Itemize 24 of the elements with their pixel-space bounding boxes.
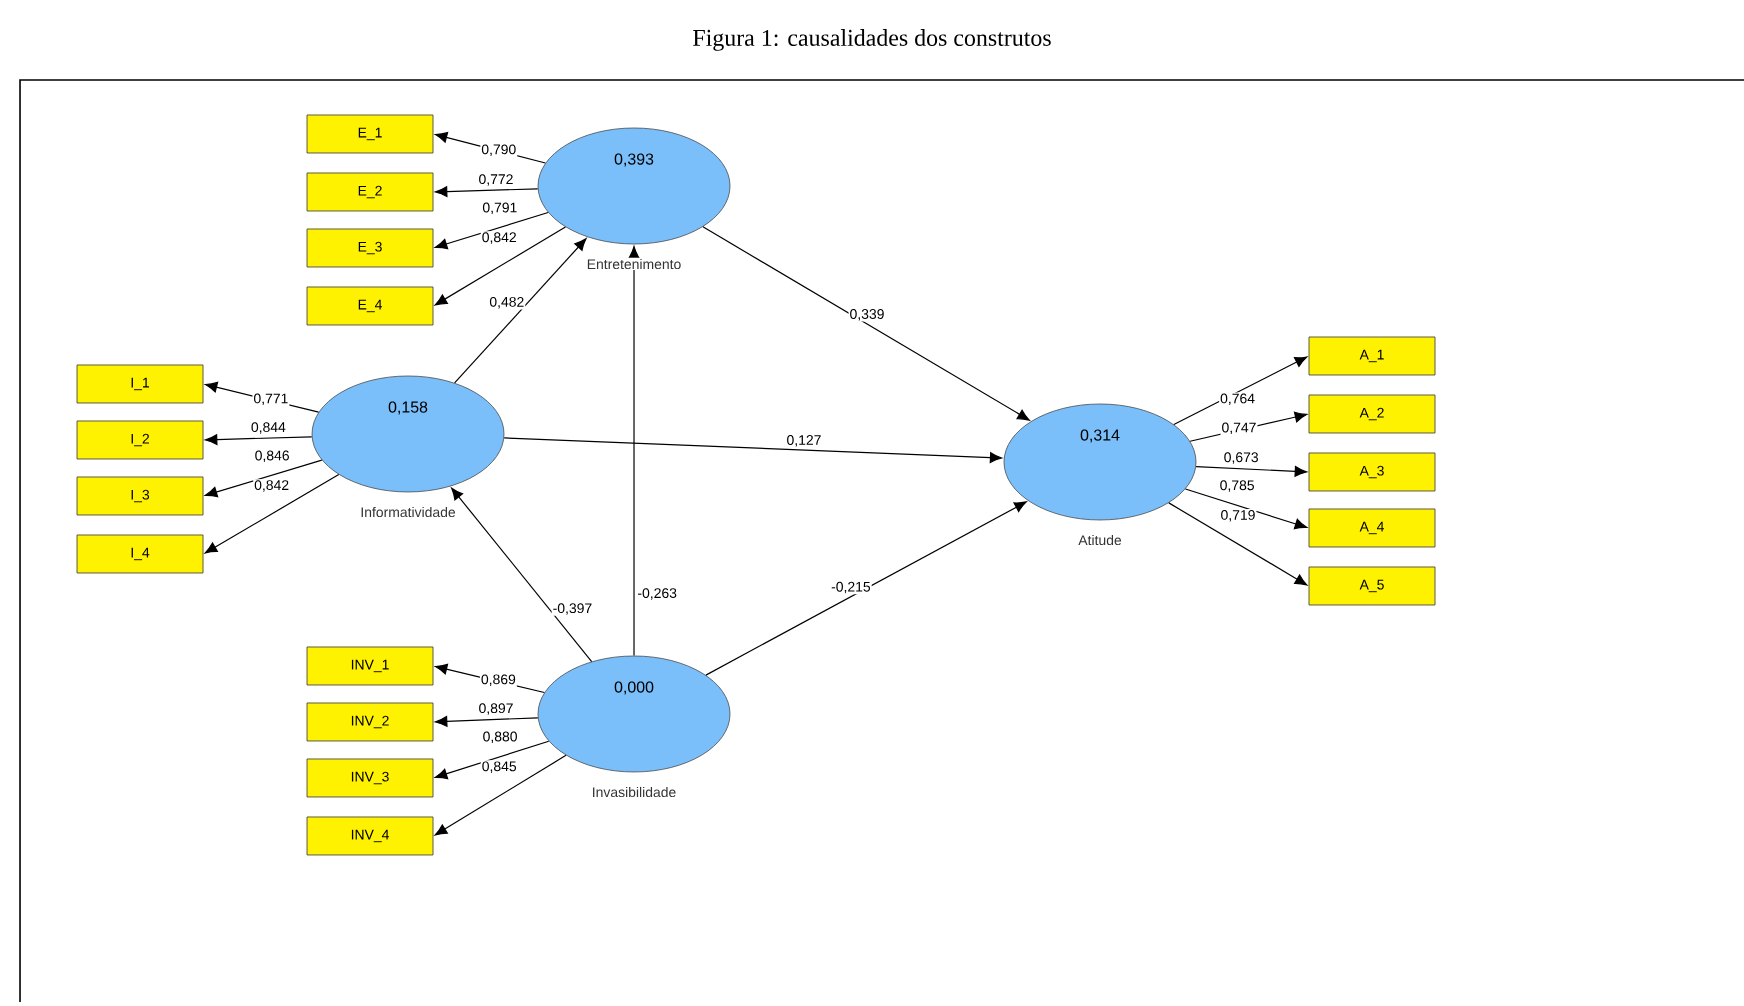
arrow (1189, 411, 1308, 442)
arrow (434, 740, 550, 780)
arrow (204, 381, 320, 413)
figure-title: Figura 1: causalidades dos construtos (693, 29, 1051, 51)
arrow (1173, 356, 1308, 426)
arrow (454, 238, 587, 384)
arrow (1184, 488, 1308, 530)
arrow (1195, 465, 1308, 477)
arrow (702, 226, 1030, 421)
arrow (1168, 502, 1308, 586)
arrow (434, 754, 567, 836)
arrow (204, 474, 340, 554)
arrow (705, 501, 1027, 676)
arrow (435, 716, 539, 727)
arrow (628, 245, 640, 657)
arrow (435, 186, 539, 198)
arrow (434, 226, 566, 306)
arrow (434, 132, 546, 164)
arrow (451, 487, 593, 663)
arrow (205, 434, 313, 446)
arrow (204, 459, 323, 498)
arrow (503, 437, 1003, 464)
arrow (434, 211, 549, 250)
arrow (434, 663, 545, 694)
